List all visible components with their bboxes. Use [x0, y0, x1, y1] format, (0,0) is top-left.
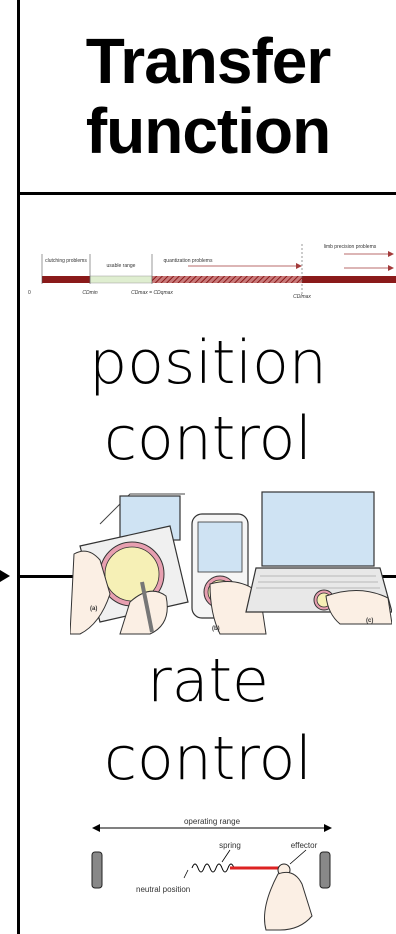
quantization-bar	[152, 276, 302, 283]
cd-gain-diagram: clutching problems usable range quantiza…	[28, 244, 396, 300]
position-control-illustration: (a) (b) (c)	[70, 491, 392, 635]
tick-cdlmax: CDlmax	[293, 294, 311, 300]
position-label-line-2: control	[104, 404, 312, 474]
phone-b-screen	[197, 521, 243, 573]
rate-control-diagram: operating range spring effector neutral …	[91, 817, 332, 931]
hand-c	[325, 589, 392, 625]
clutching-label: clutching problems	[45, 258, 87, 264]
header-divider	[17, 192, 396, 195]
hand-a-left	[70, 550, 111, 635]
tick-cdmin: CDmin	[82, 290, 97, 296]
stylus-a	[140, 581, 154, 633]
left-stop	[91, 851, 103, 889]
quantization-label: quantization problems	[164, 258, 213, 264]
laptop-c-screen	[261, 491, 375, 567]
neutral-label: neutral position	[136, 885, 190, 894]
right-stop	[319, 851, 331, 889]
usable-label: usable range	[107, 263, 136, 269]
clutching-bar	[42, 276, 90, 283]
transfer-function-header: Transfer function	[20, 0, 396, 192]
limb-label: limb precision problems	[324, 244, 377, 250]
header-line-2: function	[85, 95, 331, 167]
usable-bar	[89, 275, 153, 284]
photo-label-b: (b)	[212, 626, 220, 632]
photo-label-c: (c)	[366, 618, 373, 624]
header-line-1: Transfer	[85, 25, 332, 97]
spring-coil	[191, 863, 235, 873]
rate-label-line-1: rate	[147, 646, 269, 716]
effector-label: effector	[291, 841, 318, 850]
tick-zero: 0	[28, 290, 31, 296]
tick-cdmax: CDmax = CDqmax	[131, 290, 173, 296]
spring-label: spring	[219, 841, 241, 850]
position-label-line-1: position	[89, 328, 327, 398]
operating-range-label: operating range	[184, 817, 241, 826]
rate-label-line-2: control	[104, 724, 312, 794]
hand-joystick	[264, 871, 313, 931]
photo-label-a: (a)	[90, 606, 97, 612]
vertical-divider	[17, 0, 20, 934]
section-divider	[17, 575, 77, 578]
limb-bar	[302, 276, 396, 283]
left-arrow-icon	[0, 570, 10, 582]
